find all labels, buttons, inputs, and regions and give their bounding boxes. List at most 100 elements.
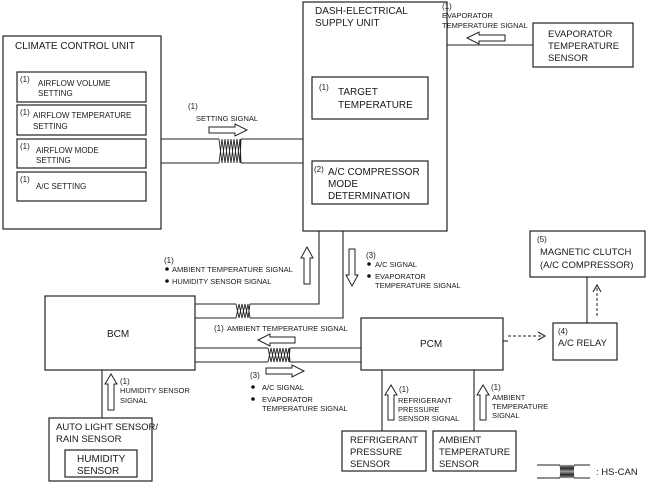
up-arrow-icon (476, 384, 490, 421)
magnetic-clutch-number: (5) (537, 235, 547, 244)
humidity-sensor-label: HUMIDITY (77, 454, 126, 465)
evaporator-sensor-box (532, 22, 634, 68)
bullet (165, 279, 169, 283)
bcm-pcm-can-lines (195, 347, 361, 363)
ac-relay-label: A/C RELAY (558, 338, 608, 349)
refrigerant-sensor-label-3: SENSOR (350, 459, 390, 470)
pcm-label: PCM (420, 339, 442, 350)
down-arrow-icon (345, 248, 359, 288)
ambient-sensor-label-2: TEMPERATURE (439, 447, 510, 458)
refrigerant-signal-label: REFRIGERANT (398, 396, 452, 405)
dashed-arrow-head-icon (592, 283, 602, 293)
evaporator-signal-number: (1) (442, 2, 452, 11)
compressor-label-3: DETERMINATION (328, 191, 410, 202)
dash-down-signal-item-2b: TEMPERATURE SIGNAL (375, 281, 461, 290)
airflow-temperature-label: AIRFLOW TEMPERATURE (33, 111, 131, 120)
pcm-bcm-signal-label: AMBIENT TEMPERATURE SIGNAL (227, 324, 348, 333)
right-arrow-icon (265, 364, 306, 378)
airflow-mode-box (16, 138, 147, 169)
magnetic-clutch-label-2: (A/C COMPRESSOR) (540, 260, 633, 271)
airflow-mode-label-2: SETTING (36, 156, 71, 165)
dash-down-signal-item-2: EVAPORATOR (375, 272, 426, 281)
refrigerant-signal-label-2: PRESSURE (398, 405, 439, 414)
ambient-sensor-label: AMBIENT (439, 435, 481, 446)
dash-bcm-can-bus (250, 231, 344, 319)
evaporator-sensor-label-2: TEMPERATURE (548, 41, 619, 52)
bullet (165, 267, 169, 271)
bcm-box (44, 295, 196, 371)
item-number: (1) (319, 83, 329, 92)
airflow-temperature-box (16, 104, 147, 136)
bcm-up-signal-number: (1) (164, 256, 174, 265)
ambient-signal-label-3: SIGNAL (492, 411, 520, 420)
legend: : HS-CAN (537, 464, 638, 479)
humidity-sensor-label-2: SENSOR (77, 466, 119, 477)
airflow-volume-label-2: SETTING (38, 89, 73, 98)
item-number: (2) (314, 165, 324, 174)
twisted-pair-icon (267, 347, 291, 363)
ac-setting-label: A/C SETTING (36, 182, 86, 191)
compressor-mode-box (311, 160, 429, 205)
twisted-pair-icon (559, 464, 575, 479)
dash-electrical-supply-unit: DASH-ELECTRICAL SUPPLY UNIT (1) TARGET T… (302, 1, 448, 232)
magnetic-clutch-box (529, 230, 646, 278)
auto-light-sensor-label-2: RAIN SENSOR (56, 434, 122, 445)
twisted-pair-icon (235, 303, 251, 319)
bullet (367, 262, 371, 266)
evaporator-sensor-label-3: SENSOR (548, 53, 588, 64)
target-temperature-label-2: TEMPERATURE (338, 100, 413, 111)
ccu-dash-can-bus (161, 138, 303, 164)
ambient-sensor-label-3: SENSOR (439, 459, 479, 470)
dash-down-signal-number: (3) (366, 251, 376, 260)
ambient-signal-number: (1) (491, 383, 501, 392)
left-arrow-icon (256, 333, 296, 347)
humidity-signal-number: (1) (120, 377, 130, 386)
ambient-signal-label: AMBIENT (492, 393, 526, 402)
refrigerant-sensor-label-2: PRESSURE (350, 447, 402, 458)
humidity-signal-label: HUMIDITY SENSOR (120, 386, 190, 395)
bcm-dash-can-lines (195, 303, 236, 319)
airflow-volume-label: AIRFLOW VOLUME (38, 79, 110, 88)
refrigerant-signal-number: (1) (399, 385, 409, 394)
item-number: (1) (20, 108, 30, 117)
dash-title-2: SUPPLY UNIT (315, 18, 380, 29)
airflow-temperature-label-2: SETTING (33, 122, 68, 131)
right-arrow-icon (208, 123, 249, 137)
bcm-pcm-signal-item-1: A/C SIGNAL (262, 383, 304, 392)
evaporator-signal-label: EVAPORATOR (442, 11, 493, 20)
item-number: (1) (20, 75, 30, 84)
climate-control-unit: CLIMATE CONTROL UNIT (1) AIRFLOW VOLUME … (2, 35, 162, 230)
compressor-label-2: MODE (328, 179, 358, 190)
airflow-volume-box (16, 71, 147, 103)
refrigerant-sensor-box (341, 430, 427, 472)
refrigerant-sensor-label: REFRIGERANT (350, 435, 418, 446)
ac-relay-box (552, 322, 618, 361)
legend-label: : HS-CAN (596, 467, 638, 478)
bcm-up-signal-item-2: HUMIDITY SENSOR SIGNAL (172, 277, 271, 286)
auto-light-sensor-label: AUTO LIGHT SENSOR/ (56, 422, 158, 433)
ac-relay-number: (4) (558, 327, 568, 336)
bullet (251, 397, 255, 401)
twisted-pair-icon (218, 138, 242, 164)
setting-signal-label: SETTING SIGNAL (196, 114, 258, 123)
setting-signal-number: (1) (188, 102, 198, 111)
bcm-label: BCM (107, 329, 129, 340)
up-arrow-icon (300, 245, 314, 285)
evaporator-signal-label-2: TEMPERATURE SIGNAL (442, 21, 528, 30)
humidity-signal-label-2: SIGNAL (120, 396, 148, 405)
bcm-pcm-signal-item-2b: TEMPERATURE SIGNAL (262, 404, 348, 413)
compressor-label: A/C COMPRESSOR (328, 167, 420, 178)
ambient-signal-label-2: TEMPERATURE (492, 402, 548, 411)
humidity-sensor-box (64, 449, 138, 478)
target-temperature-label: TARGET (338, 87, 378, 98)
refrigerant-signal-label-3: SENSOR SIGNAL (398, 414, 459, 423)
evaporator-sensor-label: EVAPORATOR (548, 29, 613, 40)
up-arrow-icon (104, 373, 118, 411)
item-number: (1) (20, 175, 30, 184)
bcm-pcm-signal-number: (3) (250, 371, 260, 380)
pcm-box (360, 317, 504, 371)
item-number: (1) (20, 142, 30, 151)
bcm-pcm-signal-item-2: EVAPORATOR (262, 395, 313, 404)
bullet (367, 274, 371, 278)
